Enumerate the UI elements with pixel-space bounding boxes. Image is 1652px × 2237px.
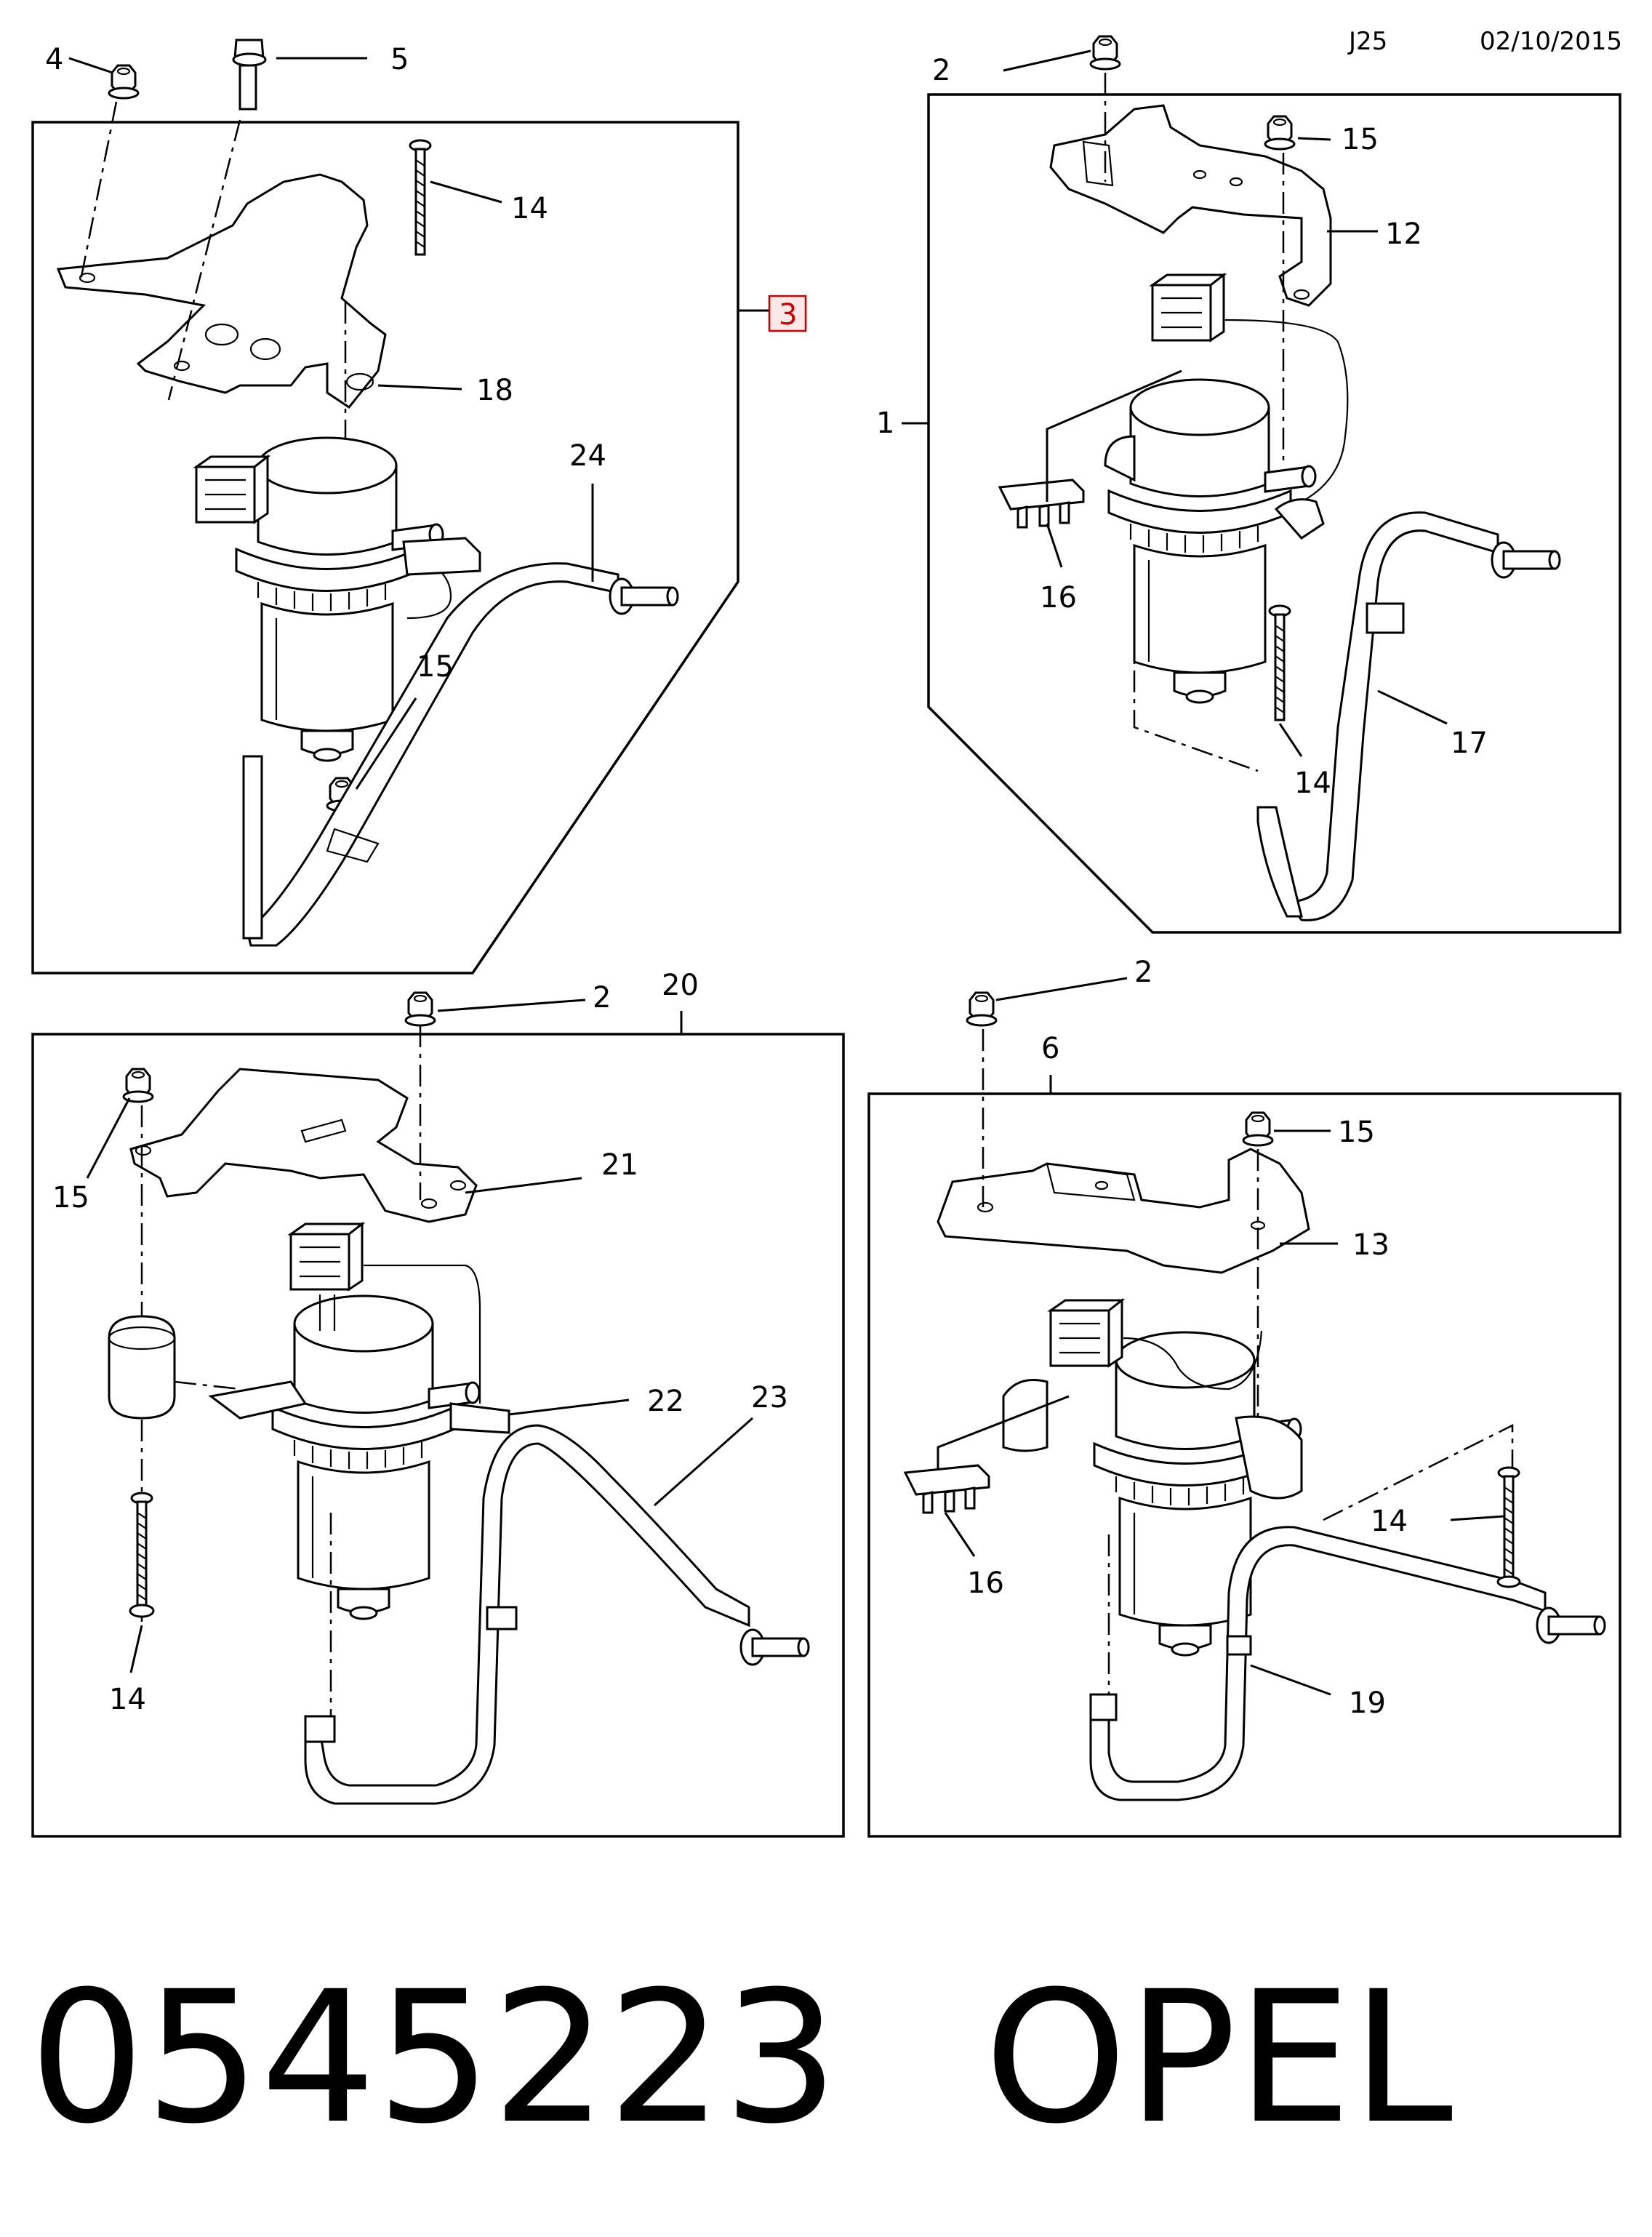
bracket: [1049, 104, 1332, 307]
panel-frame: [927, 93, 1621, 934]
panel-top-right: 1 2 15 12 16 14 17: [876, 35, 1621, 934]
label-5: 5: [390, 43, 409, 76]
panel-bottom-right: 6 2 15 13 14 16: [867, 956, 1621, 1838]
label-2: 2: [1134, 956, 1152, 989]
label-15: 15: [1338, 1116, 1375, 1149]
bolt-5: [232, 39, 267, 111]
label-15: 15: [1342, 123, 1379, 156]
label-15: 15: [52, 1181, 89, 1214]
brand-name: OPEL: [984, 1952, 1453, 2164]
label-24: 24: [569, 439, 606, 473]
label-23: 23: [751, 1381, 788, 1414]
diagram-date: 02/10/2015: [1480, 27, 1622, 56]
label-2: 2: [593, 981, 611, 1015]
label-12: 12: [1385, 217, 1422, 251]
callout-3: 3: [779, 298, 797, 332]
label-21: 21: [601, 1148, 638, 1182]
label-14: 14: [109, 1683, 146, 1716]
panel-frame: [31, 1033, 845, 1838]
callout-6: 6: [1041, 1032, 1059, 1065]
rubber-mount: [108, 1315, 176, 1420]
bracket: [129, 1068, 478, 1223]
callout-20: 20: [662, 969, 699, 1002]
panel-frame: [31, 121, 739, 975]
part-number: 0545223: [29, 1952, 839, 2164]
label-14: 14: [1371, 1505, 1408, 1538]
hose: [1284, 511, 1499, 921]
panel-bottom-left: 20 2 15 21: [31, 969, 845, 1838]
label-14: 14: [511, 192, 548, 225]
label-16: 16: [967, 1566, 1004, 1600]
label-18: 18: [476, 374, 513, 407]
label-22: 22: [647, 1385, 684, 1418]
label-14: 14: [1294, 767, 1331, 800]
diagram-code: J25: [1347, 27, 1387, 56]
bracket: [937, 1148, 1310, 1274]
callout-box: [768, 295, 807, 332]
label-19: 19: [1349, 1686, 1386, 1720]
label-17: 17: [1451, 727, 1488, 760]
label-2: 2: [932, 54, 950, 87]
label-13: 13: [1352, 1228, 1390, 1262]
callout-1: 1: [876, 407, 894, 440]
bracket: [56, 173, 387, 409]
panel-frame: [867, 1092, 1621, 1838]
label-15: 15: [417, 650, 454, 684]
label-4: 4: [45, 43, 63, 76]
panel-top-left: 3 4: [31, 39, 807, 975]
label-16: 16: [1040, 581, 1077, 615]
